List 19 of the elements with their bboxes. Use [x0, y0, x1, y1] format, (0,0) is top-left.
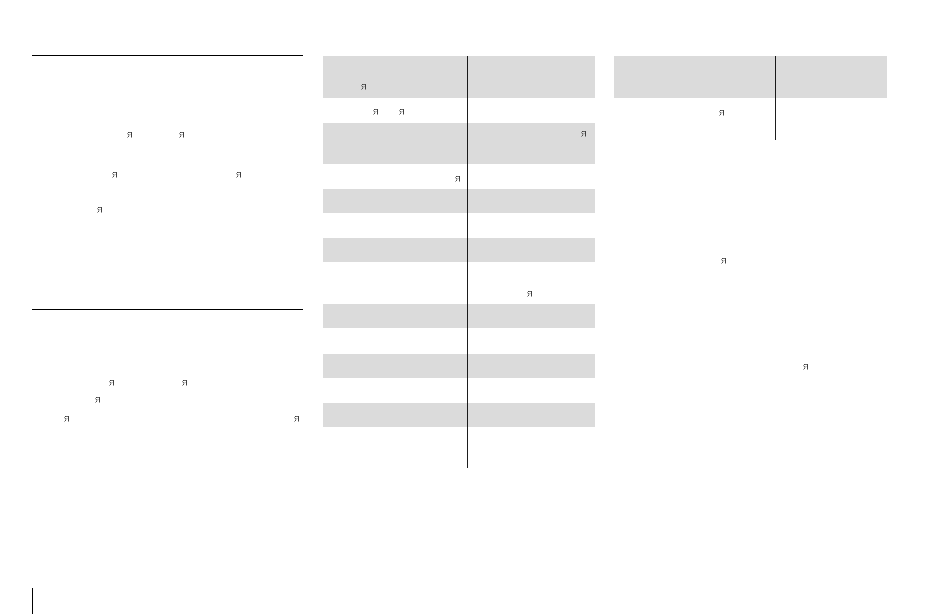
letter: Я	[722, 258, 726, 264]
letter: Я	[180, 132, 184, 138]
letter: Я	[582, 131, 586, 137]
letter: Я	[110, 380, 114, 386]
letter: Я	[128, 132, 132, 138]
letter: Я	[112, 172, 118, 178]
letter: Я	[64, 416, 70, 422]
letter: Я	[528, 291, 532, 297]
letter: Я	[182, 380, 188, 386]
letter: Я	[720, 110, 724, 116]
letter: Я	[374, 109, 378, 115]
letter: Я	[96, 397, 100, 403]
letter: Я	[236, 172, 242, 178]
letter: Я	[362, 84, 366, 90]
letter: Я	[456, 176, 460, 182]
letter: Я	[400, 109, 404, 115]
letter: Я	[98, 207, 102, 213]
letter: Я	[804, 364, 808, 370]
letter: Я	[294, 416, 300, 422]
